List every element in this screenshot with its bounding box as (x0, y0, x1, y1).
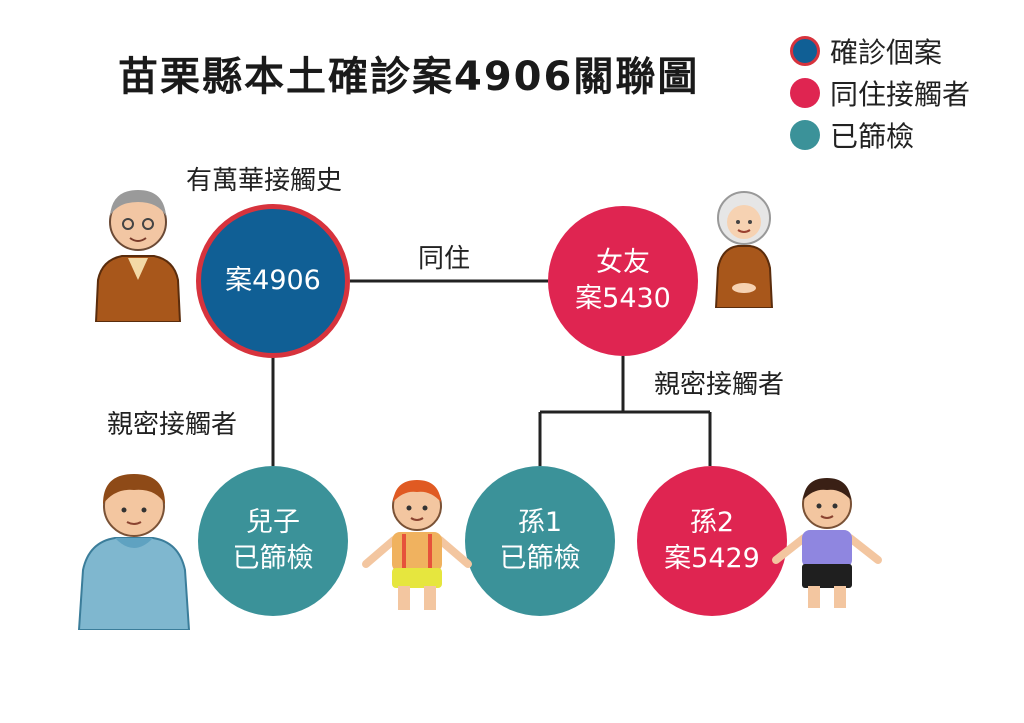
node-girlfriend: 女友 案5430 (548, 206, 698, 356)
node-grandchild-2-line2: 案5429 (664, 543, 760, 574)
node-grandchild-1: 孫1 已篩檢 (465, 466, 615, 616)
node-grandchild-1-line1: 孫1 (517, 507, 563, 538)
node-girlfriend-line1: 女友 (596, 247, 650, 278)
legend-item-screened: 已篩檢 (790, 114, 970, 156)
close-contact-label-right: 親密接觸者 (654, 370, 785, 400)
close-contact-label-left: 親密接觸者 (107, 410, 238, 440)
legend-dot-screened (790, 120, 820, 150)
node-case-4906-label: 案4906 (225, 265, 321, 296)
elderly-woman-illustration (714, 191, 774, 308)
node-case-4906: 案4906 (196, 204, 350, 358)
diagram-title: 苗栗縣本土確診案4906關聯圖 (118, 54, 700, 100)
legend-item-confirmed: 確診個案 (790, 30, 970, 72)
cohabit-label: 同住 (418, 244, 471, 274)
boy-with-suspenders-illustration (362, 480, 472, 610)
legend-label-screened: 已篩檢 (830, 120, 915, 153)
young-man-illustration (77, 474, 191, 630)
elderly-man-illustration (94, 190, 182, 322)
legend-dot-cohabit (790, 78, 820, 108)
legend: 確診個案 同住接觸者 已篩檢 (790, 30, 970, 156)
legend-dot-confirmed (790, 36, 820, 66)
node-grandchild-1-line2: 已篩檢 (499, 543, 581, 574)
node-grandchild-2: 孫2 案5429 (637, 466, 787, 616)
boy-in-blue-shirt-illustration (772, 478, 882, 608)
node-son-line2: 已篩檢 (232, 543, 314, 574)
node-grandchild-2-line1: 孫2 (689, 507, 735, 538)
node-girlfriend-line2: 案5430 (575, 283, 671, 314)
node-son: 兒子 已篩檢 (198, 466, 348, 616)
legend-label-confirmed: 確診個案 (830, 36, 943, 69)
legend-item-cohabit: 同住接觸者 (790, 72, 970, 114)
node-son-line1: 兒子 (246, 507, 300, 538)
wanhua-history-note: 有萬華接觸史 (186, 166, 343, 196)
legend-label-cohabit: 同住接觸者 (830, 78, 971, 111)
